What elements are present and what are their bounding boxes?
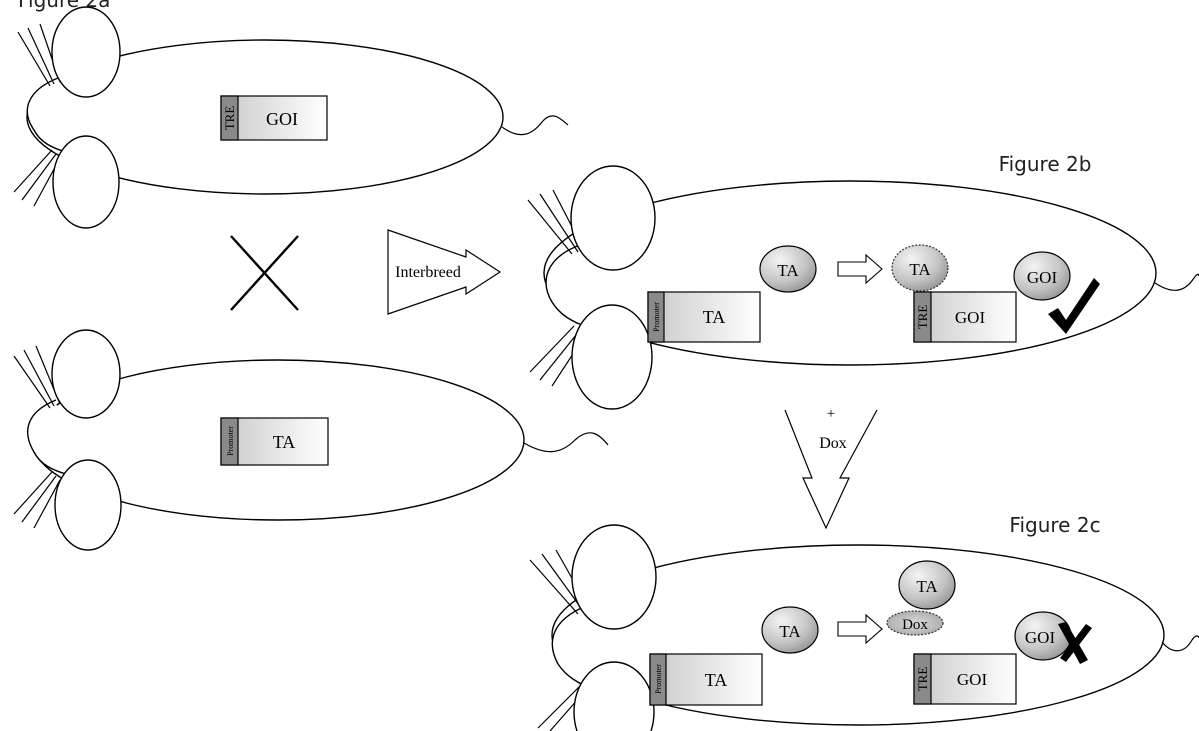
whisker xyxy=(13,149,53,193)
mouse-ear xyxy=(570,165,656,271)
tre-element-box xyxy=(913,291,932,343)
mouse-ear xyxy=(52,135,120,229)
promoter-ta-construct: Promoter TA xyxy=(649,653,763,706)
promoter-element-box xyxy=(649,653,667,706)
small-arrow-icon xyxy=(837,253,883,285)
promoter-label: Promoter xyxy=(654,664,663,694)
tre-label: TRE xyxy=(222,106,237,131)
ta-protein xyxy=(761,606,819,654)
tre-element-box xyxy=(913,653,932,705)
whisker xyxy=(21,153,57,201)
mouse-snout xyxy=(27,399,67,475)
tre-label: TRE xyxy=(915,305,930,330)
promoter-label: Promoter xyxy=(652,302,661,332)
dox-arrow: + Dox xyxy=(784,406,878,530)
mouse-tre-goi: TRE GOI xyxy=(13,6,569,229)
whisker xyxy=(527,199,573,255)
ta-gene-box xyxy=(647,291,761,343)
whisker xyxy=(539,329,581,381)
mouse-tail xyxy=(501,115,569,136)
ta-protein-free xyxy=(898,560,956,610)
mouse-ear xyxy=(51,329,121,419)
tre-element-box xyxy=(220,95,239,141)
goi-protein-label: GOI xyxy=(1025,628,1056,647)
figure-2c-label: Figure 2c xyxy=(1009,513,1100,537)
tre-label: TRE xyxy=(915,667,930,692)
mouse-tail xyxy=(523,432,609,453)
small-arrow-icon xyxy=(837,613,883,645)
whisker xyxy=(13,471,53,515)
ta-protein-bound xyxy=(891,244,949,292)
ta-gene-label: TA xyxy=(703,307,726,327)
mouse-figure-2c: Promoter TA TA TA Dox TRE GOI GOI xyxy=(529,524,1199,731)
mouse-snout xyxy=(26,77,67,153)
mouse-ear xyxy=(571,524,657,630)
mouse-tail xyxy=(1154,273,1199,291)
tre-goi-construct: TRE GOI xyxy=(913,653,1017,705)
tre-goi-construct: TRE GOI xyxy=(220,95,328,141)
ta-protein xyxy=(759,245,817,293)
whisker xyxy=(33,479,61,529)
mouse-snout xyxy=(551,605,597,691)
promoter-label: Promoter xyxy=(226,426,235,456)
mouse-ear xyxy=(573,661,655,731)
ta-protein-label: TA xyxy=(779,622,801,641)
ta-protein-free-label: TA xyxy=(916,577,938,596)
promoter-ta-construct: Promoter TA xyxy=(220,417,329,466)
ta-protein-label: TA xyxy=(777,261,799,280)
tre-goi-construct: TRE GOI xyxy=(913,291,1017,343)
whisker xyxy=(13,355,51,409)
goi-protein-label: GOI xyxy=(1027,268,1058,287)
whisker xyxy=(537,685,581,729)
ta-gene-box xyxy=(649,653,763,706)
interbreed-arrow: Interbreed xyxy=(387,229,502,315)
mouse-snout xyxy=(545,244,591,329)
mouse-figure-2b: Promoter TA TA TA TRE GOI GOI xyxy=(527,165,1199,410)
figure-2b-label: Figure 2b xyxy=(999,152,1092,176)
x-mark-icon xyxy=(1058,622,1092,664)
whisker xyxy=(27,27,55,85)
goi-gene-label: GOI xyxy=(955,308,986,327)
mouse-ear xyxy=(571,304,653,410)
mouse-ear xyxy=(54,459,122,551)
dox-arrow-label: Dox xyxy=(819,435,847,452)
dox-molecule-label: Dox xyxy=(902,617,928,633)
goi-label: GOI xyxy=(266,109,298,129)
ta-gene-box xyxy=(220,417,329,466)
cross-symbol xyxy=(230,235,299,311)
ta-label: TA xyxy=(273,432,296,452)
checkmark-icon xyxy=(1048,278,1100,334)
promoter-element-box xyxy=(220,417,239,466)
goi-gene-label: GOI xyxy=(957,670,988,689)
whisker xyxy=(23,349,55,407)
ta-gene-label: TA xyxy=(705,670,728,690)
promoter-ta-construct: Promoter TA xyxy=(647,291,761,343)
mouse-ear xyxy=(51,6,121,98)
goi-protein xyxy=(1013,251,1071,301)
mouse-promoter-ta: Promoter TA xyxy=(13,329,609,551)
whisker xyxy=(539,193,579,253)
whisker xyxy=(529,325,575,373)
whisker xyxy=(529,559,579,615)
ta-protein-bound-label: TA xyxy=(909,260,931,279)
interbreed-label: Interbreed xyxy=(395,264,461,281)
dox-plus-label: + xyxy=(827,406,835,422)
promoter-element-box xyxy=(647,291,665,343)
whisker xyxy=(17,31,51,87)
mouse-tail xyxy=(1161,635,1199,652)
dox-molecule xyxy=(886,610,944,636)
whisker xyxy=(21,475,57,523)
